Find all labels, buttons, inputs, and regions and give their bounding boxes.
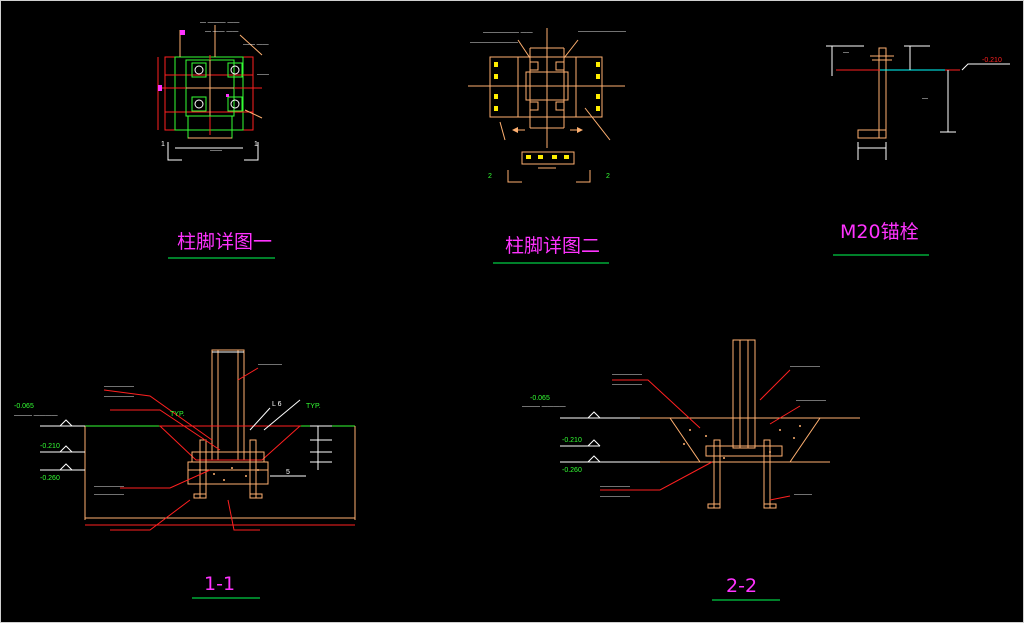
annotation: ———— <box>258 362 282 368</box>
annotation: ———————— <box>470 40 518 46</box>
section-marker-label: 1 <box>254 141 258 148</box>
section-1-1-hatch <box>199 467 259 481</box>
annotation: —————— —— <box>483 30 533 36</box>
level-label: -0.210 <box>40 443 60 450</box>
annotation: ————— <box>790 364 820 370</box>
annotation: ————— <box>612 372 642 378</box>
weld-label: L 6 <box>272 401 282 408</box>
section-1-1-detail <box>40 349 356 531</box>
section-2-2-hatch <box>683 425 801 459</box>
level-label: -0.210 <box>562 437 582 444</box>
weld-size-label: 5 <box>286 469 290 476</box>
annotation: ————— <box>104 394 134 400</box>
section-1-1-title: 1-1 <box>204 573 235 595</box>
section-marker-label: 1 <box>161 141 165 148</box>
annotation: ————— <box>94 484 124 490</box>
annotation: ————— <box>94 492 124 498</box>
annotation: — —— —— <box>205 29 238 35</box>
level-label: -0.260 <box>562 467 582 474</box>
annotation: —— —— <box>243 42 269 48</box>
section-marker-label: 2 <box>606 173 610 180</box>
annotation: —— <box>210 148 222 154</box>
annotation: ——— ———— <box>14 413 58 419</box>
typ-label: TYP. <box>306 403 321 410</box>
annotation: ————— <box>104 384 134 390</box>
level-label: -0.065 <box>530 395 550 402</box>
anchor-title: M20锚栓 <box>840 221 919 243</box>
annotation: ———————— <box>578 29 626 35</box>
m20-anchor-bolt-detail <box>826 45 1010 160</box>
annotation: —— <box>257 72 269 78</box>
section-2-2-title: 2-2 <box>726 575 757 597</box>
annotation: ————— <box>600 484 630 490</box>
level-label: -0.065 <box>14 403 34 410</box>
dimension-text: — <box>843 50 849 56</box>
detail-2-weld-marks <box>494 62 600 159</box>
section-2-2-detail <box>560 339 860 509</box>
annotation: ————— <box>612 382 642 388</box>
column-base-detail-2 <box>468 28 625 183</box>
annotation: ————— <box>600 494 630 500</box>
level-label: -0.210 <box>982 57 1002 64</box>
annotation: ——— <box>794 492 812 498</box>
detail-1-title: 柱脚详图一 <box>177 231 272 253</box>
level-label: -0.260 <box>40 475 60 482</box>
column-base-detail-1 <box>157 25 263 161</box>
annotation: ————— <box>796 398 826 404</box>
detail-2-title: 柱脚详图二 <box>505 235 600 257</box>
annotation: ——— ———— <box>522 404 566 410</box>
section-marker-label: 2 <box>488 173 492 180</box>
annotation: — ——— —— <box>200 20 239 26</box>
typ-label: TYP. <box>170 411 185 418</box>
dimension-text: — <box>922 96 928 102</box>
